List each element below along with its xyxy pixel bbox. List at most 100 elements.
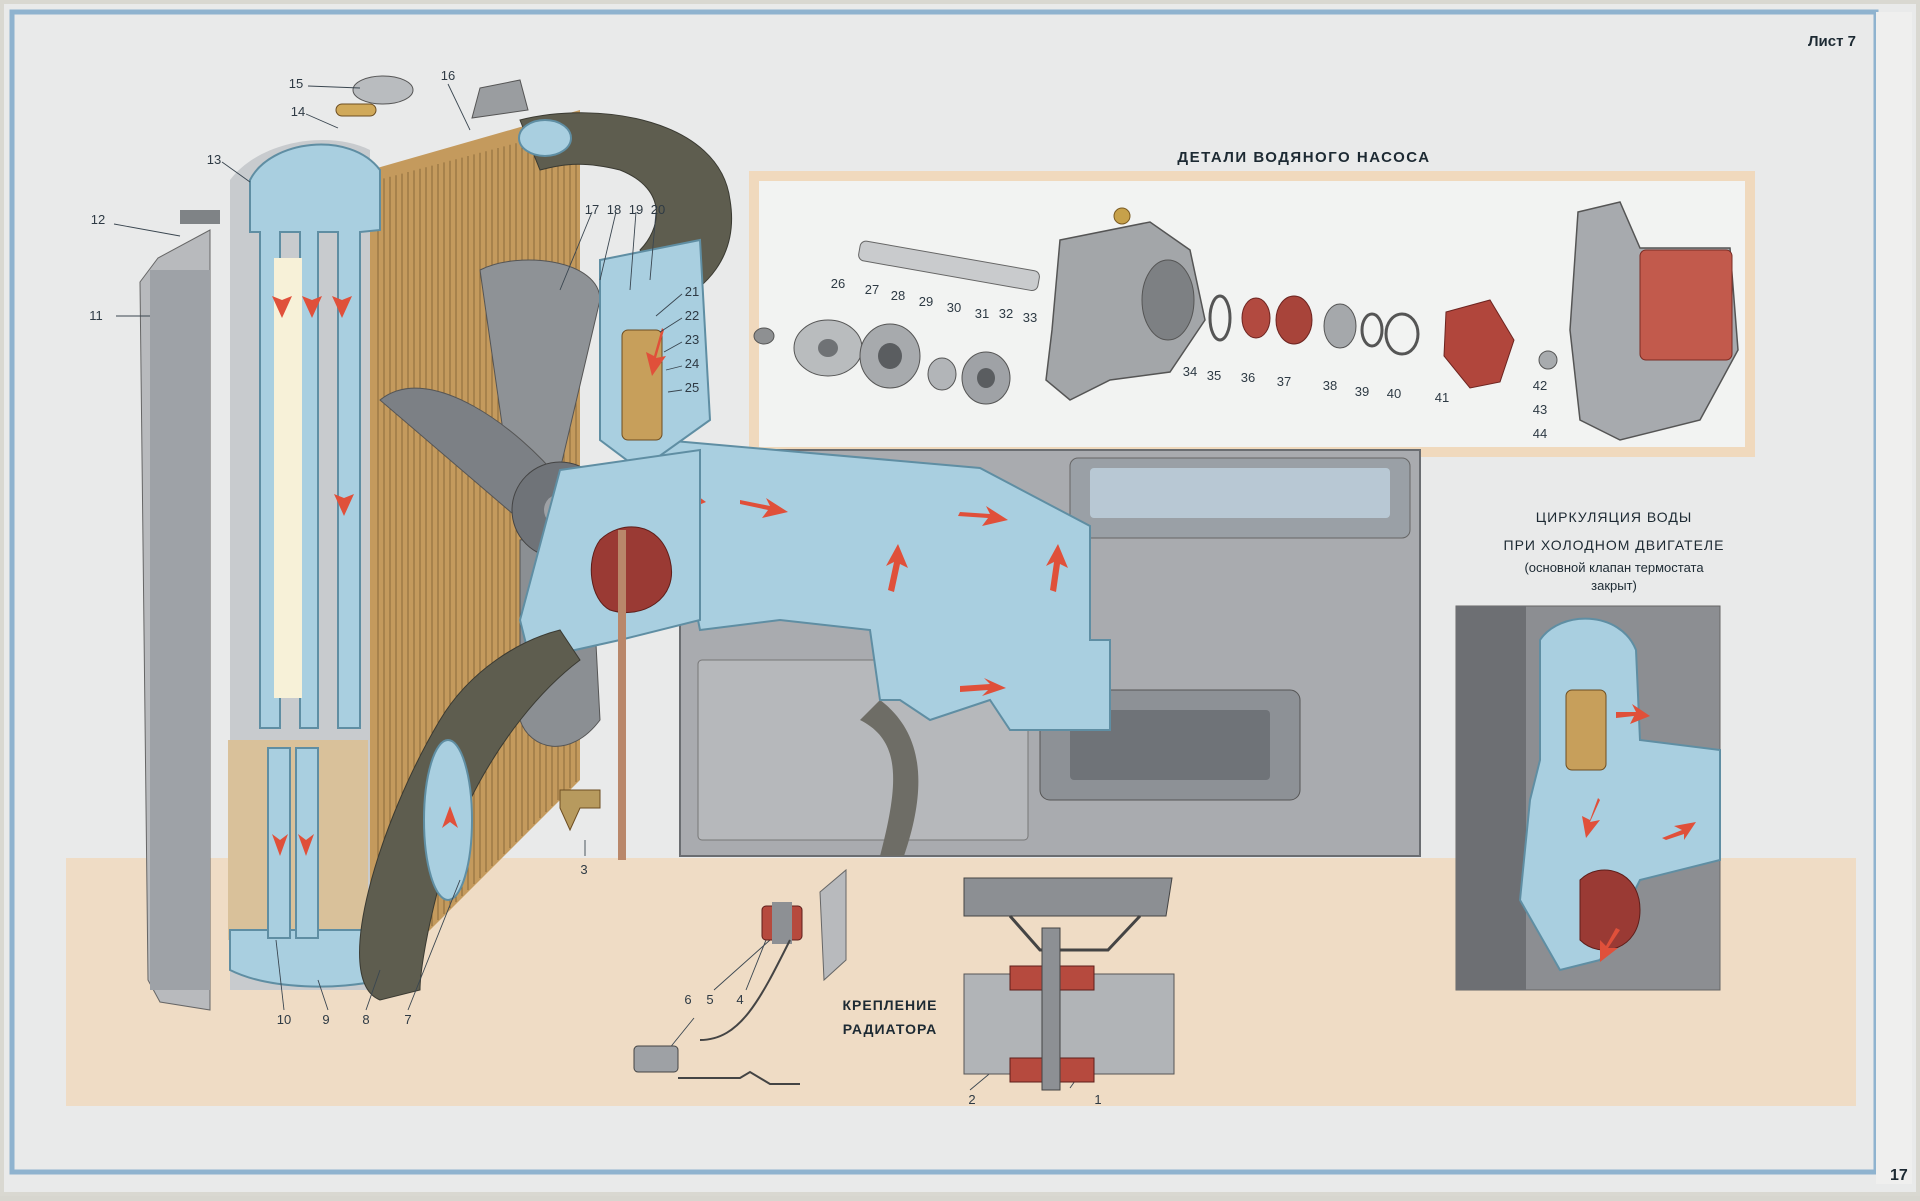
filler-cap-icon	[352, 75, 414, 105]
part-number: 29	[919, 294, 933, 309]
flow-arrow-icon	[1046, 544, 1068, 592]
circulation-title-line3: (основной клапан термостата	[1524, 560, 1704, 575]
leader-lines	[113, 83, 1091, 1091]
part-number: 39	[1355, 384, 1369, 399]
part-number: 38	[1323, 378, 1337, 393]
callout-number: 1	[1094, 1092, 1101, 1107]
cold-engine-inset	[1455, 605, 1721, 991]
circulation-title-line1: ЦИРКУЛЯЦИЯ ВОДЫ	[1536, 509, 1693, 525]
callout-number: 21	[685, 284, 699, 299]
sheet-label: Лист 7	[1808, 33, 1856, 50]
callout-number: 5	[706, 992, 713, 1007]
bracket-icon	[819, 868, 847, 982]
frame-section-icon	[963, 973, 1175, 1075]
callout-number: 9	[322, 1012, 329, 1027]
flow-arrow-icon	[272, 800, 288, 856]
hose-section-water	[518, 119, 572, 157]
spring-icon	[1384, 312, 1420, 356]
clip-icon	[1360, 312, 1384, 348]
callout-number: 24	[685, 356, 699, 371]
flow-arrow-icon	[272, 272, 292, 318]
circulation-title-line2: ПРИ ХОЛОДНОМ ДВИГАТЕЛЕ	[1504, 537, 1725, 553]
bolt-icon	[1538, 350, 1558, 370]
circulation-title-line4: закрыт)	[1591, 578, 1637, 593]
part-number: 35	[1207, 368, 1221, 383]
callout-number: 12	[91, 212, 105, 227]
housing-bore-icon	[1141, 259, 1195, 341]
callout-number: 2	[968, 1092, 975, 1107]
part-number: 37	[1277, 374, 1291, 389]
inset-impeller-icon	[1579, 869, 1641, 951]
side-plate-recess	[1070, 710, 1270, 780]
callout-number: 14	[291, 104, 305, 119]
callout-number: 7	[404, 1012, 411, 1027]
flow-arrow-icon	[960, 678, 1006, 696]
bearing-bore-icon	[878, 343, 902, 369]
mount-bolt-icon	[1041, 927, 1061, 1091]
flow-arrow-icon	[334, 470, 354, 516]
spacer-icon	[927, 357, 957, 391]
bracket-profile-icon	[1008, 914, 1142, 952]
hub-bore-icon	[818, 339, 838, 357]
flow-arrow-icon	[332, 272, 352, 318]
flow-arrow-icon	[298, 800, 314, 856]
grease-fitting-icon	[1113, 207, 1131, 225]
callout-number: 8	[362, 1012, 369, 1027]
part-number: 41	[1435, 390, 1449, 405]
part-number: 33	[1023, 310, 1037, 325]
part-number: 34	[1183, 364, 1197, 379]
water-pump	[359, 448, 701, 1001]
impeller-icon	[1443, 299, 1515, 389]
upper-outlet	[471, 79, 529, 119]
part-number: 43	[1533, 402, 1547, 417]
callout-number: 4	[736, 992, 743, 1007]
bolt-icon	[772, 902, 792, 944]
callout-number: 6	[684, 992, 691, 1007]
inset-thermostat-icon	[1565, 689, 1607, 771]
upper-bracket-icon	[963, 877, 1173, 917]
callout-number: 19	[629, 202, 643, 217]
pump-shaft-icon	[858, 240, 1040, 292]
pump-parts-title: ДЕТАЛИ ВОДЯНОГО НАСОСА	[1177, 149, 1430, 166]
flow-arrow-icon	[740, 498, 788, 518]
part-number: 40	[1387, 386, 1401, 401]
pump-part-numbers: 26 27 28 29 30 31 32 33 34 35 36 37 38 3…	[831, 276, 1547, 441]
drain-tap-icon	[559, 789, 601, 832]
callout-number: 11	[89, 308, 103, 323]
radiator-shroud	[150, 270, 210, 990]
mounting-detail-right	[963, 877, 1175, 1091]
flow-arrow-icon	[886, 544, 908, 592]
part-number: 42	[1533, 378, 1547, 393]
flow-arrow-icon	[1662, 822, 1696, 840]
part-number: 36	[1241, 370, 1255, 385]
flow-arrow-icon	[1600, 928, 1620, 962]
right-margin	[1876, 12, 1912, 1184]
callout-number: 16	[441, 68, 455, 83]
tube-highlight	[274, 258, 302, 698]
flow-arrow-icon	[1582, 798, 1600, 838]
part-number: 28	[891, 288, 905, 303]
pump-exploded-view	[753, 201, 1739, 441]
support-rod	[618, 530, 626, 860]
inset-left-shade	[1456, 606, 1526, 990]
impeller-icon	[590, 526, 673, 614]
part-number: 27	[865, 282, 879, 297]
callout-number: 23	[685, 332, 699, 347]
seal-icon	[1275, 295, 1313, 345]
mounting-title-line2: РАДИАТОРА	[843, 1021, 938, 1037]
callout-number: 10	[277, 1012, 291, 1027]
callout-number: 3	[580, 862, 587, 877]
bearing2-bore-icon	[977, 368, 995, 388]
part-number: 26	[831, 276, 845, 291]
flow-arrow-icon	[302, 272, 322, 318]
flow-arrow-icon	[442, 806, 458, 852]
part-number: 32	[999, 306, 1013, 321]
part-nut-icon	[753, 327, 775, 345]
washer-icon	[1323, 303, 1357, 349]
head-cover-top	[1090, 468, 1390, 518]
mounting-detail-left	[633, 868, 847, 1085]
mount-rod-icon	[699, 939, 791, 1041]
mount-strap-icon	[678, 1070, 800, 1085]
